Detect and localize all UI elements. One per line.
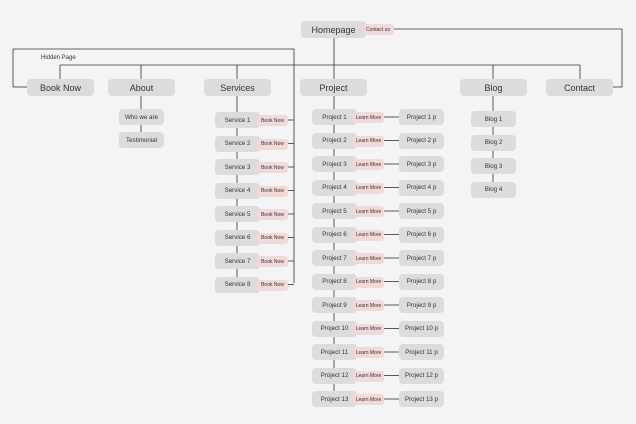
book-now-tag[interactable]: Book Now <box>257 232 288 244</box>
service-item-7[interactable]: Service 7 <box>215 253 260 269</box>
book-now-tag[interactable]: Book Now <box>257 115 288 126</box>
project-item-10[interactable]: Project 10 <box>312 320 357 337</box>
project-page-8[interactable]: Project 8 p <box>399 273 444 290</box>
service-item-6[interactable]: Service 6 <box>215 229 260 246</box>
service-item-1[interactable]: Service 1 <box>215 112 260 128</box>
learn-more-tag[interactable]: Learn More <box>353 135 384 147</box>
learn-more-tag[interactable]: Learn More <box>353 159 384 170</box>
learn-more-tag[interactable]: Learn More <box>353 394 384 405</box>
project-page-12[interactable]: Project 12 p <box>399 367 444 384</box>
project-page-6[interactable]: Project 6 p <box>399 226 444 243</box>
service-item-3[interactable]: Service 3 <box>215 159 260 175</box>
project-node[interactable]: Project <box>300 79 367 96</box>
learn-more-tag[interactable]: Learn More <box>353 347 384 358</box>
learn-more-tag[interactable]: Learn More <box>353 276 384 288</box>
project-item-7[interactable]: Project 7 <box>312 250 357 266</box>
blog-item-3[interactable]: Blog 3 <box>471 158 516 174</box>
project-item-9[interactable]: Project 9 <box>312 297 357 313</box>
service-item-5[interactable]: Service 5 <box>215 206 260 222</box>
learn-more-tag[interactable]: Learn More <box>353 182 384 194</box>
about-item-who-we-are[interactable]: Who we are <box>119 109 164 125</box>
learn-more-tag[interactable]: Learn More <box>353 323 384 335</box>
project-item-1[interactable]: Project 1 <box>312 109 357 125</box>
service-item-2[interactable]: Service 2 <box>215 135 260 152</box>
services-node[interactable]: Services <box>204 79 271 96</box>
project-page-1[interactable]: Project 1 p <box>399 109 444 125</box>
book-now-tag[interactable]: Book Now <box>257 138 288 150</box>
contact-node[interactable]: Contact <box>546 79 613 96</box>
learn-more-tag[interactable]: Learn More <box>353 112 384 123</box>
project-item-4[interactable]: Project 4 <box>312 179 357 196</box>
project-item-5[interactable]: Project 5 <box>312 203 357 219</box>
learn-more-tag[interactable]: Learn More <box>353 253 384 264</box>
about-item-testimonial[interactable]: Testimonial <box>119 132 164 148</box>
project-page-4[interactable]: Project 4 p <box>399 179 444 196</box>
learn-more-tag[interactable]: Learn More <box>353 370 384 382</box>
learn-more-tag[interactable]: Learn More <box>353 229 384 241</box>
book-now-node[interactable]: Book Now <box>27 79 94 96</box>
project-page-2[interactable]: Project 2 p <box>399 132 444 149</box>
blog-item-2[interactable]: Blog 2 <box>471 134 516 151</box>
project-page-9[interactable]: Project 9 p <box>399 297 444 313</box>
book-now-tag[interactable]: Book Now <box>257 279 288 291</box>
project-page-5[interactable]: Project 5 p <box>399 203 444 219</box>
blog-item-4[interactable]: Blog 4 <box>471 181 516 198</box>
contact-us-tag[interactable]: Contact us <box>362 24 394 35</box>
project-item-11[interactable]: Project 11 <box>312 344 357 360</box>
project-item-2[interactable]: Project 2 <box>312 132 357 149</box>
book-now-tag[interactable]: Book Now <box>257 209 288 220</box>
service-item-4[interactable]: Service 4 <box>215 182 260 199</box>
blog-node[interactable]: Blog <box>460 79 527 96</box>
project-item-8[interactable]: Project 8 <box>312 273 357 290</box>
project-item-3[interactable]: Project 3 <box>312 156 357 172</box>
project-page-7[interactable]: Project 7 p <box>399 250 444 266</box>
project-page-11[interactable]: Project 11 p <box>399 344 444 360</box>
book-now-tag[interactable]: Book Now <box>257 256 288 267</box>
learn-more-tag[interactable]: Learn More <box>353 206 384 217</box>
project-page-10[interactable]: Project 10 p <box>399 320 444 337</box>
hidden-page-label: Hidden Page <box>41 55 76 61</box>
project-item-13[interactable]: Project 13 <box>312 391 357 407</box>
blog-item-1[interactable]: Blog 1 <box>471 111 516 127</box>
learn-more-tag[interactable]: Learn More <box>353 300 384 311</box>
book-now-tag[interactable]: Book Now <box>257 162 288 173</box>
project-item-12[interactable]: Project 12 <box>312 367 357 384</box>
homepage-node[interactable]: Homepage <box>301 21 366 38</box>
project-item-6[interactable]: Project 6 <box>312 226 357 243</box>
project-page-3[interactable]: Project 3 p <box>399 156 444 172</box>
book-now-tag[interactable]: Book Now <box>257 185 288 197</box>
about-node[interactable]: About <box>108 79 175 96</box>
project-page-13[interactable]: Project 13 p <box>399 391 444 407</box>
service-item-8[interactable]: Service 8 <box>215 276 260 293</box>
